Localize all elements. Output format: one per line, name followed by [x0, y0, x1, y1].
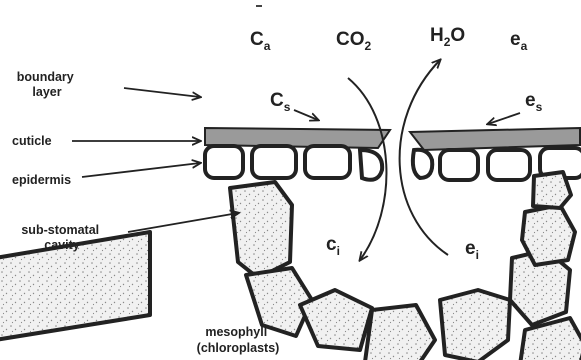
boundary-layer-arrow	[124, 88, 200, 97]
es-symbol: es	[525, 90, 543, 114]
ei-symbol: ei	[465, 238, 479, 262]
sub-stomatal-cavity-arrow	[128, 213, 238, 232]
ca-symbol: Ca	[250, 29, 271, 53]
boundary-layer-label: boundary layer	[17, 70, 77, 99]
es-arrow	[488, 113, 520, 124]
co2-symbol: CO2	[336, 29, 372, 53]
epidermis-cells-left	[205, 146, 382, 180]
cs-arrow	[294, 110, 318, 120]
cuticle-label: cuticle	[12, 134, 52, 148]
top-mark	[256, 5, 262, 7]
mesophyll-label: mesophyll (chloroplasts)	[197, 325, 280, 355]
ci-symbol: ci	[326, 234, 340, 258]
epidermis-label: epidermis	[12, 173, 71, 187]
cs-symbol: Cs	[270, 90, 291, 114]
mesophyll-cells	[0, 172, 581, 360]
ea-symbol: ea	[510, 29, 528, 53]
epidermis-arrow	[82, 163, 200, 177]
h2o-symbol: H2O	[430, 25, 465, 49]
